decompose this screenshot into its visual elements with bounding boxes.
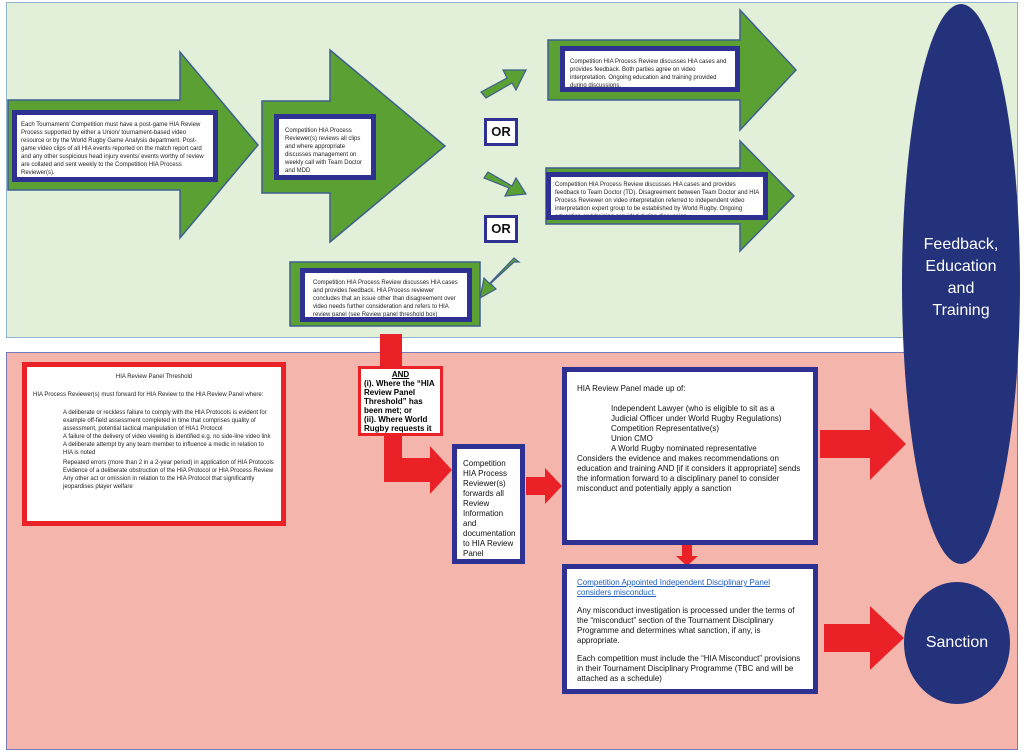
and-condition-1: (i). Where the “HIA Review Panel Thresho… (364, 379, 435, 415)
threshold-item-5: Evidence of a deliberate obstruction of … (63, 468, 274, 474)
threshold-item-1: A deliberate or reckless failure to comp… (63, 410, 267, 432)
review-panel-box: HIA Review Panel made up of: Independent… (562, 367, 818, 545)
sanction-label: Sanction (925, 634, 989, 651)
disciplinary-panel-p2: Each competition must include the “HIA M… (577, 654, 801, 683)
threshold-item-4: Repeated errors (more than 2 in a 2-year… (63, 460, 274, 466)
and-label: AND (391, 370, 410, 379)
feedback-line-2: Education (925, 258, 997, 275)
feedback-line-1: Feedback, (923, 236, 999, 253)
or-label-1: OR (484, 118, 518, 146)
red-arrow-to-sanction (824, 606, 904, 670)
red-arrow-to-feedback (820, 408, 906, 480)
red-connector-down (380, 334, 402, 370)
threshold-item-3: A deliberate attempt by any team member … (63, 442, 264, 456)
tournament-review-text: Each Tournament/ Competition must have a… (21, 122, 204, 176)
sanction-oval: Sanction (904, 582, 1010, 704)
or-label-2: OR (484, 215, 518, 243)
review-panel-title: HIA Review Panel made up of: (577, 384, 686, 393)
and-condition-2: (ii). Where World Rugby requests it (364, 415, 432, 433)
small-arrow-down (483, 171, 528, 197)
process-reviewer-box: Competition HIA Process Reviewer(s) revi… (274, 114, 376, 180)
forward-info-box: Competition HIA Process Reviewer(s) forw… (452, 444, 525, 564)
outcome-refer-text: Competition HIA Process Review discusses… (313, 280, 458, 318)
small-arrow-left (479, 257, 521, 300)
outcome-agree-text: Competition HIA Process Review discusses… (570, 59, 727, 89)
feedback-line-4: Training (932, 302, 990, 319)
outcome-disagree-text: Competition HIA Process Review discusses… (555, 182, 759, 220)
threshold-box: HIA Review Panel Threshold HIA Process R… (22, 362, 286, 526)
tournament-review-box: Each Tournament/ Competition must have a… (12, 110, 218, 182)
review-panel-member-1: Independent Lawyer (who is eligible to s… (611, 404, 782, 423)
red-arrow-to-disciplinary (676, 544, 698, 566)
review-panel-member-4: A World Rugby nominated representative (611, 444, 757, 453)
feedback-oval: Feedback, Education and Training (902, 4, 1020, 564)
and-condition-box: AND (i). Where the “HIA Review Panel Thr… (358, 366, 443, 436)
red-arrow-to-panel (526, 468, 562, 504)
review-panel-text: Considers the evidence and makes recomme… (577, 454, 801, 493)
small-arrow-up (480, 69, 527, 99)
disciplinary-panel-p1: Any misconduct investigation is processe… (577, 606, 795, 645)
threshold-intro: HIA Process Reviewer(s) must forward for… (33, 392, 264, 398)
feedback-line-3: and (947, 280, 975, 297)
process-reviewer-text: Competition HIA Process Reviewer(s) revi… (285, 128, 362, 174)
red-arrow-to-forward (384, 432, 452, 494)
threshold-title: HIA Review Panel Threshold (115, 374, 193, 380)
outcome-agree-box: Competition HIA Process Review discusses… (560, 46, 740, 92)
outcome-refer-box: Competition HIA Process Review discusses… (300, 268, 472, 322)
outcome-disagree-box: Competition HIA Process Review discusses… (546, 172, 768, 220)
review-panel-member-3: Union CMO (611, 434, 653, 443)
threshold-item-2: A failure of the delivery of video viewi… (63, 434, 271, 440)
forward-info-text: Competition HIA Process Reviewer(s) forw… (463, 459, 516, 558)
disciplinary-panel-box: Competition Appointed Independent Discip… (562, 564, 818, 694)
review-panel-member-2: Competition Representative(s) (611, 424, 720, 433)
threshold-item-6: Any other act or omission in relation to… (63, 476, 255, 490)
disciplinary-panel-title[interactable]: Competition Appointed Independent Discip… (577, 578, 771, 597)
